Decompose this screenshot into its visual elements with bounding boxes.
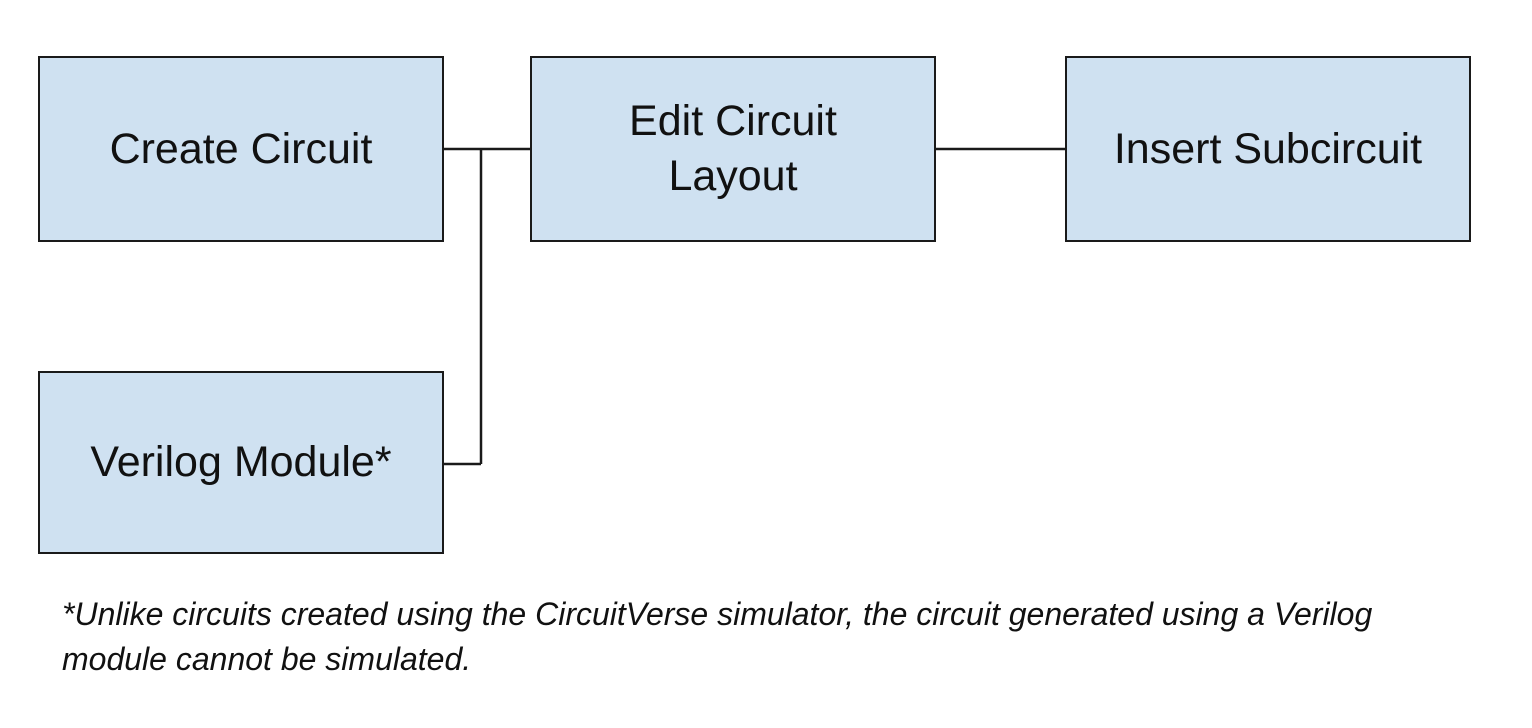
verilog-module-box: Verilog Module* xyxy=(38,371,444,554)
insert-subcircuit-box: Insert Subcircuit xyxy=(1065,56,1471,242)
create-circuit-label: Create Circuit xyxy=(109,124,373,173)
footnote: *Unlike circuits created using the Circu… xyxy=(62,596,1373,677)
create-circuit-box: Create Circuit xyxy=(38,56,444,242)
edit-circuit-layout-box: Edit Circuit Layout xyxy=(530,56,936,242)
insert-subcircuit-label: Insert Subcircuit xyxy=(1113,124,1423,173)
verilog-module-label: Verilog Module* xyxy=(90,438,392,486)
edit-circuit-layout-label: Edit Circuit Layout xyxy=(629,97,837,200)
